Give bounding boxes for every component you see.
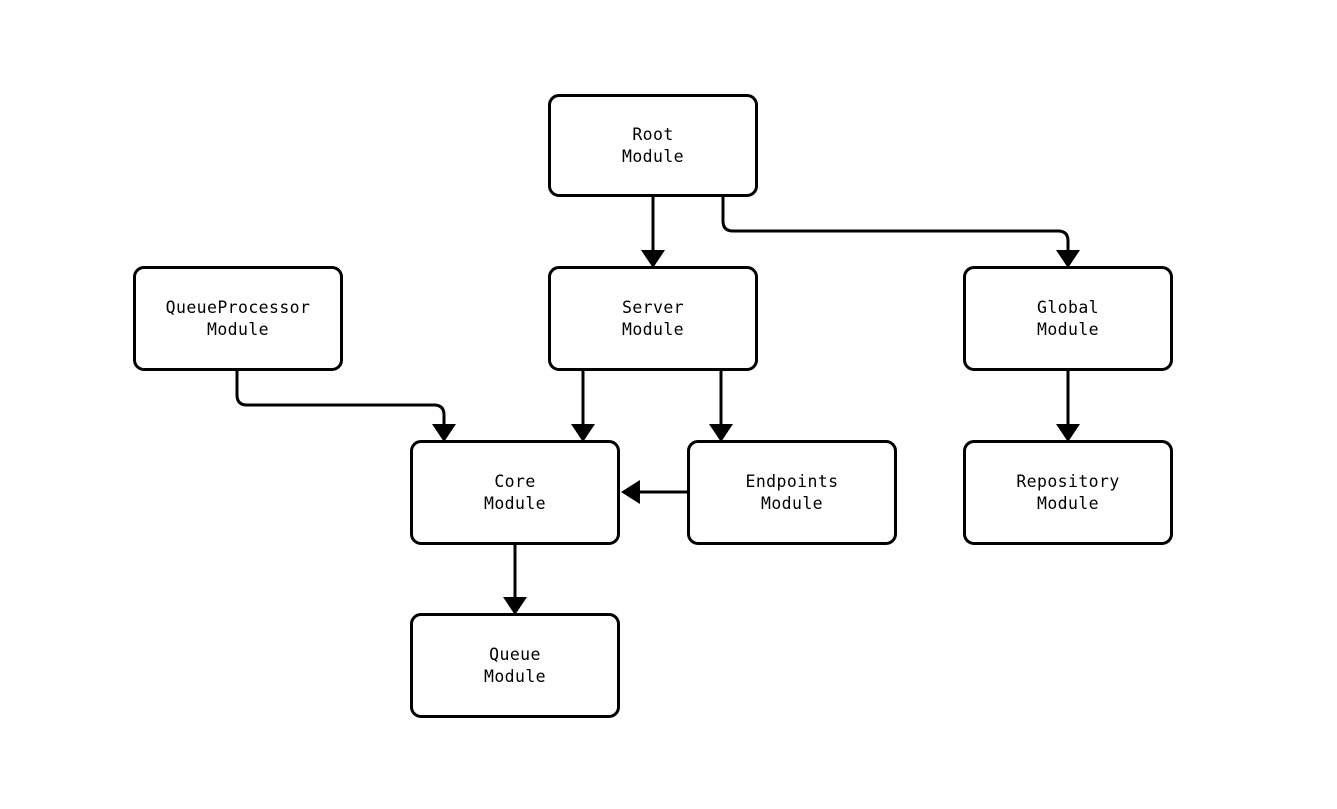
- node-root-module[interactable]: Root Module: [548, 94, 758, 197]
- node-repository-module-label: Repository Module: [1016, 471, 1120, 513]
- node-root-module-label: Root Module: [621, 124, 684, 166]
- node-endpoints-module-label: Endpoints Module: [745, 471, 839, 513]
- edge-endpoints-to-core: [621, 480, 687, 504]
- node-queueprocessor-module-label: QueueProcessor Module: [165, 297, 311, 339]
- edge-global-to-repository: [1056, 371, 1080, 442]
- node-queue-module[interactable]: Queue Module: [410, 613, 620, 718]
- edge-core-to-queue: [503, 545, 527, 615]
- node-repository-module[interactable]: Repository Module: [963, 440, 1173, 545]
- node-queue-module-label: Queue Module: [483, 644, 546, 686]
- edge-queueprocessor-to-core: [235, 371, 456, 442]
- node-server-module[interactable]: Server Module: [548, 266, 758, 371]
- node-server-module-label: Server Module: [621, 297, 684, 339]
- edge-root-to-global: [721, 197, 1080, 268]
- node-core-module-label: Core Module: [483, 471, 546, 513]
- node-global-module-label: Global Module: [1036, 297, 1099, 339]
- node-global-module[interactable]: Global Module: [963, 266, 1173, 371]
- edge-root-to-server: [641, 197, 665, 268]
- node-endpoints-module[interactable]: Endpoints Module: [687, 440, 897, 545]
- edge-server-to-endpoints: [709, 371, 733, 442]
- node-queueprocessor-module[interactable]: QueueProcessor Module: [133, 266, 343, 371]
- edge-server-to-core: [571, 371, 595, 442]
- node-core-module[interactable]: Core Module: [410, 440, 620, 545]
